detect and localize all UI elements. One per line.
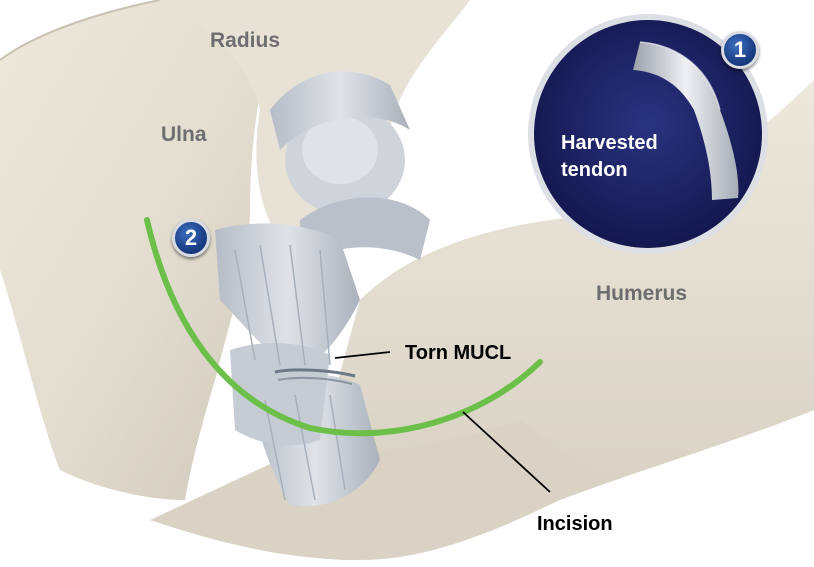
step-2-badge: 2 [172,219,210,257]
harvested-tendon-label: Harvested tendon [561,130,658,184]
harvested-tendon-label-line-2: tendon [561,157,658,184]
ulna-label: Ulna [161,124,207,145]
humerus-label: Humerus [596,283,687,304]
radius-label: Radius [210,30,280,51]
step-1-badge: 1 [721,31,759,69]
harvested-tendon-label-line-1: Harvested [561,130,658,157]
torn-mucl-label: Torn MUCL [405,343,511,363]
incision-label: Incision [537,514,613,534]
